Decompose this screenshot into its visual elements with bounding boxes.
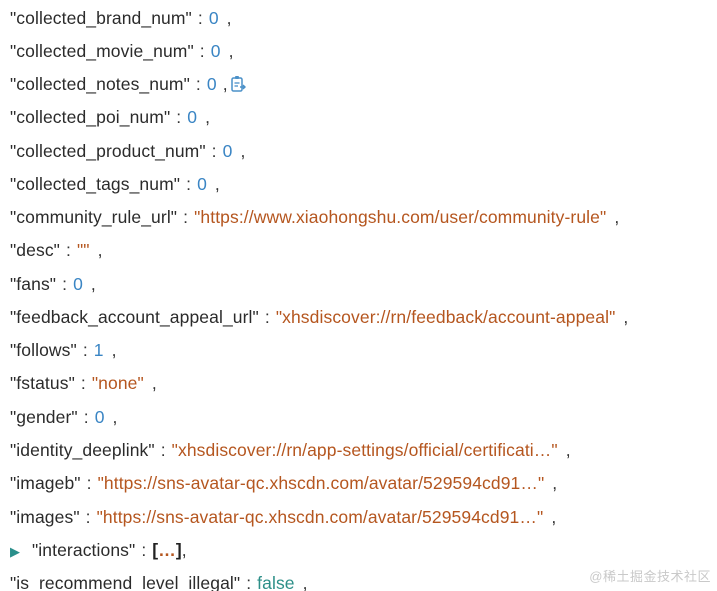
comma: ,	[623, 307, 629, 327]
comma: ,	[551, 507, 557, 527]
comma: ,	[111, 340, 117, 360]
colon: :	[160, 440, 166, 460]
caret-right-icon[interactable]: ▶	[10, 544, 21, 559]
json-string-value: ""	[76, 240, 90, 260]
colon: :	[86, 473, 92, 493]
array-open-bracket: [	[152, 540, 159, 560]
comma: ,	[214, 174, 220, 194]
json-number-value: 1	[93, 340, 104, 360]
json-string-value: "https://sns-avatar-qc.xhscdn.com/avatar…	[96, 507, 544, 527]
colon: :	[80, 373, 86, 393]
colon: :	[176, 107, 182, 127]
colon: :	[197, 8, 203, 28]
json-number-value: 0	[206, 74, 217, 94]
json-key: "follows"	[10, 340, 77, 360]
colon: :	[66, 240, 71, 260]
copy-icon[interactable]	[230, 74, 247, 100]
json-row-desc[interactable]: "desc":"",	[10, 237, 103, 263]
json-row-collected-brand-num[interactable]: "collected_brand_num":0,	[10, 5, 232, 31]
json-key: "fstatus"	[10, 373, 75, 393]
colon: :	[195, 74, 201, 94]
comma: ,	[90, 274, 96, 294]
json-row-imageb[interactable]: "imageb":"https://sns-avatar-qc.xhscdn.c…	[10, 470, 557, 496]
json-row-collected-tags-num[interactable]: "collected_tags_num":0,	[10, 171, 220, 197]
json-row-collected-product-num[interactable]: "collected_product_num":0,	[10, 138, 245, 164]
json-key: "identity_deeplink"	[10, 440, 155, 460]
json-row-collected-notes-num[interactable]: "collected_notes_num":0,	[10, 71, 247, 97]
json-string-value: "xhsdiscover://rn/feedback/account-appea…	[275, 307, 616, 327]
json-key: "collected_poi_num"	[10, 107, 171, 127]
colon: :	[82, 340, 88, 360]
json-number-value: 0	[73, 274, 83, 294]
comma: ,	[614, 207, 620, 227]
comma: ,	[97, 240, 103, 260]
json-row-identity-deeplink[interactable]: "identity_deeplink":"xhsdiscover://rn/ap…	[10, 437, 571, 463]
json-row-community-rule-url[interactable]: "community_rule_url":"https://www.xiaoho…	[10, 204, 619, 230]
colon: :	[85, 507, 91, 527]
comma: ,	[228, 41, 234, 61]
colon: :	[264, 307, 270, 327]
json-string-value: "none"	[91, 373, 144, 393]
json-row-images[interactable]: "images":"https://sns-avatar-qc.xhscdn.c…	[10, 504, 556, 530]
comma: ,	[240, 141, 246, 161]
colon: :	[211, 141, 217, 161]
json-string-value: "https://sns-avatar-qc.xhscdn.com/avatar…	[97, 473, 545, 493]
json-number-value: 0	[222, 141, 233, 161]
json-key: "collected_notes_num"	[10, 74, 190, 94]
json-row-fstatus[interactable]: "fstatus":"none",	[10, 370, 157, 396]
json-row-feedback-account-appeal-url[interactable]: "feedback_account_appeal_url":"xhsdiscov…	[10, 304, 628, 330]
json-number-value: 0	[210, 41, 221, 61]
json-key: "community_rule_url"	[10, 207, 178, 227]
comma: ,	[205, 107, 211, 127]
colon: :	[183, 207, 189, 227]
json-key: "feedback_account_appeal_url"	[10, 307, 259, 327]
json-key: "collected_brand_num"	[10, 8, 192, 28]
array-close-bracket: ]	[175, 540, 182, 560]
json-key: "gender"	[10, 407, 78, 427]
json-number-value: 0	[187, 107, 198, 127]
json-key: "imageb"	[10, 473, 81, 493]
colon: :	[199, 41, 205, 61]
json-key: "desc"	[10, 240, 60, 260]
colon: :	[246, 573, 252, 591]
comma: ,	[302, 573, 308, 591]
json-key: "collected_product_num"	[10, 141, 206, 161]
json-row-collected-poi-num[interactable]: "collected_poi_num":0,	[10, 104, 210, 130]
comma: ,	[181, 540, 187, 560]
colon: :	[141, 540, 147, 560]
json-row-interactions[interactable]: ▶ "interactions":[…],	[10, 537, 187, 563]
comma: ,	[552, 473, 558, 493]
json-row-gender[interactable]: "gender":0,	[10, 404, 118, 430]
json-row-fans[interactable]: "fans":0,	[10, 271, 96, 297]
colon: :	[83, 407, 89, 427]
json-row-collected-movie-num[interactable]: "collected_movie_num":0,	[10, 38, 234, 64]
comma: ,	[112, 407, 118, 427]
json-string-value: "https://www.xiaohongshu.com/user/commun…	[194, 207, 607, 227]
json-boolean-value: false	[257, 573, 295, 591]
json-number-value: 0	[197, 174, 207, 194]
comma: ,	[565, 440, 571, 460]
comma: ,	[222, 74, 228, 94]
json-number-value: 0	[208, 8, 219, 28]
json-key: "is_recommend_level_illegal"	[10, 573, 241, 591]
json-key: "interactions"	[32, 540, 136, 560]
json-number-value: 0	[94, 407, 105, 427]
json-row-follows[interactable]: "follows":1,	[10, 337, 117, 363]
json-key: "fans"	[10, 274, 57, 294]
collapsed-ellipsis[interactable]: …	[158, 540, 176, 560]
json-key: "images"	[10, 507, 80, 527]
comma: ,	[226, 8, 232, 28]
json-row-is-recommend-level-illegal[interactable]: "is_recommend_level_illegal": false,	[10, 570, 308, 591]
watermark: @稀土掘金技术社区	[589, 569, 711, 584]
colon: :	[186, 174, 192, 194]
colon: :	[62, 274, 68, 294]
json-key: "collected_tags_num"	[10, 174, 181, 194]
comma: ,	[151, 373, 157, 393]
json-key: "collected_movie_num"	[10, 41, 194, 61]
json-string-value: "xhsdiscover://rn/app-settings/official/…	[171, 440, 558, 460]
